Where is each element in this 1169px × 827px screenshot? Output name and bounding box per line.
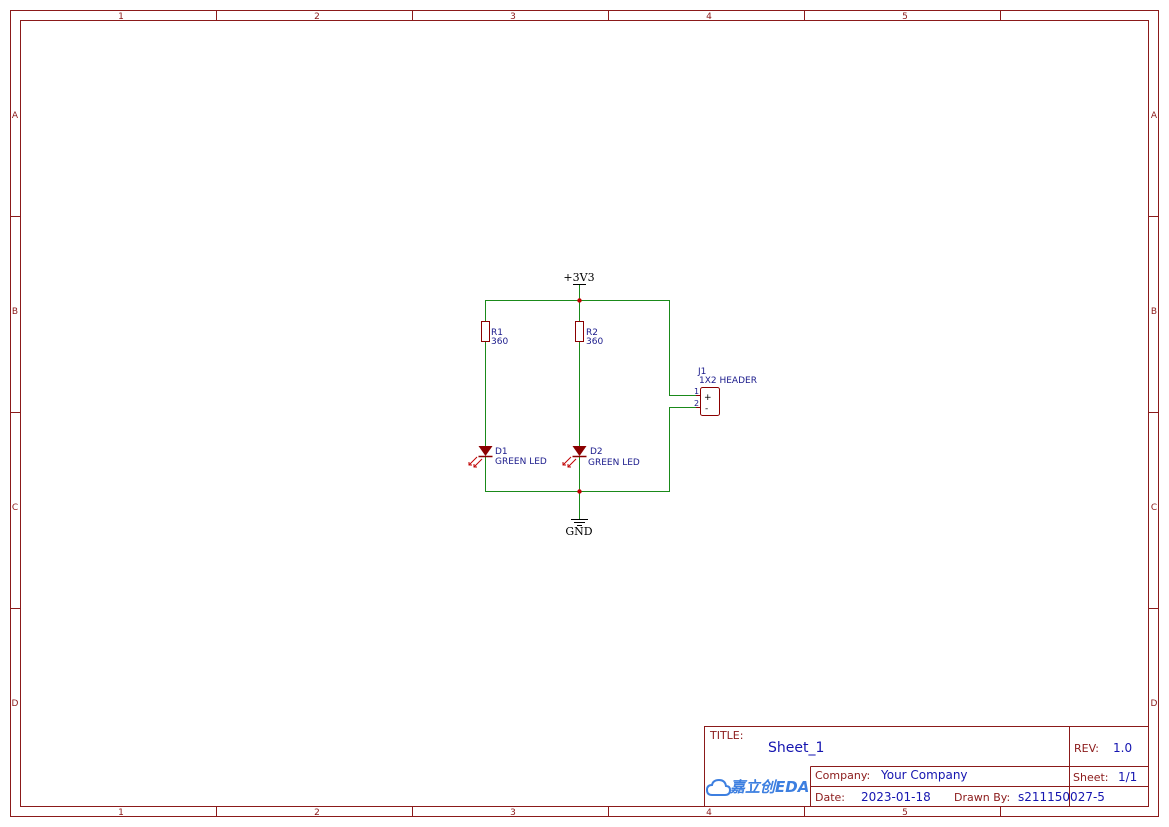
row-labels-right: A B C D [1151, 111, 1158, 709]
d1-triangle-icon [478, 446, 493, 456]
header-j1[interactable]: J1 1X2 HEADER 1 2 + - [694, 367, 757, 416]
j1-body[interactable] [700, 387, 720, 416]
ground-symbol[interactable]: GND [565, 519, 593, 539]
r2-ref: R2 [586, 328, 598, 338]
d1-value: GREEN LED [495, 457, 547, 467]
power-symbol-3v3[interactable]: +3V3 [563, 271, 595, 285]
col-label-3: 3 [510, 808, 516, 818]
r1-value: 360 [491, 337, 508, 347]
eda-logo: 嘉立创EDA [705, 778, 809, 796]
j1-pin1-number: 1 [694, 387, 699, 396]
row-label-b: B [1151, 307, 1157, 317]
title-block: TITLE: Sheet_1 REV: 1.0 嘉立创EDA Company: … [704, 726, 1149, 807]
col-label-5: 5 [902, 808, 908, 818]
r2-body[interactable] [575, 321, 584, 342]
col-label-1: 1 [118, 808, 124, 818]
power-label: +3V3 [563, 271, 594, 284]
column-labels-top: 1 2 3 4 5 [118, 12, 908, 22]
row-label-d: D [12, 699, 19, 709]
wires [485, 285, 700, 519]
sheet-value: 1/1 [1118, 770, 1137, 784]
sheet-label: Sheet: [1073, 771, 1109, 784]
date-value: 2023-01-18 [861, 790, 931, 804]
junction-bottom [577, 489, 582, 494]
drawn-by-label: Drawn By: [954, 791, 1010, 804]
row-label-a: A [12, 111, 19, 121]
d2-light-arrows-icon [562, 456, 577, 468]
d2-value: GREEN LED [588, 458, 640, 468]
rev-value: 1.0 [1113, 741, 1132, 755]
company-label: Company: [815, 769, 870, 782]
wire-to-j1-pin1[interactable] [669, 300, 701, 396]
d1-ref: D1 [495, 447, 508, 457]
r1-ref: R1 [491, 328, 503, 338]
col-label-1: 1 [118, 12, 124, 22]
drawn-by-value: s211150027-5 [1018, 790, 1105, 804]
col-label-2: 2 [314, 12, 320, 22]
col-label-3: 3 [510, 12, 516, 22]
title-label: TITLE: [709, 729, 743, 742]
junctions [577, 298, 582, 494]
r2-value: 360 [586, 337, 603, 347]
sheet-title: Sheet_1 [768, 740, 824, 756]
drawing-frame [10, 10, 1159, 817]
row-label-a: A [1151, 111, 1158, 121]
d2-triangle-icon [572, 446, 587, 456]
row-label-c: C [1151, 503, 1157, 513]
date-label: Date: [815, 791, 845, 804]
resistor-r2[interactable]: R2 360 [575, 321, 604, 348]
cloud-icon [705, 778, 732, 796]
outer-border [10, 10, 1159, 817]
ground-label: GND [565, 525, 592, 538]
inner-border [20, 20, 1149, 807]
resistor-r1[interactable]: R1 360 [481, 321, 509, 348]
row-label-d: D [1151, 699, 1158, 709]
logo-text: 嘉立创EDA [729, 778, 809, 796]
j1-pin2-number: 2 [694, 399, 699, 408]
d1-light-arrows-icon [468, 456, 483, 468]
wire-to-j1-pin2[interactable] [669, 407, 701, 492]
col-label-5: 5 [902, 12, 908, 22]
col-label-4: 4 [706, 808, 712, 818]
col-label-2: 2 [314, 808, 320, 818]
d2-ref: D2 [590, 447, 603, 457]
j1-pin1-symbol: + [704, 393, 712, 403]
j1-value: 1X2 HEADER [699, 376, 757, 386]
led-d2[interactable]: D2 GREEN LED [562, 446, 640, 468]
row-label-b: B [12, 307, 18, 317]
led-d1[interactable]: D1 GREEN LED [468, 446, 547, 468]
row-labels-left: A B C D [12, 111, 19, 709]
col-label-4: 4 [706, 12, 712, 22]
column-labels-bottom: 1 2 3 4 5 [118, 808, 908, 818]
j1-ref: J1 [697, 367, 706, 377]
row-label-c: C [12, 503, 18, 513]
company-value: Your Company [880, 768, 968, 782]
j1-pin2-symbol: - [705, 404, 708, 414]
r1-body[interactable] [481, 321, 490, 342]
rev-label: REV: [1074, 742, 1099, 755]
junction-top [577, 298, 582, 303]
